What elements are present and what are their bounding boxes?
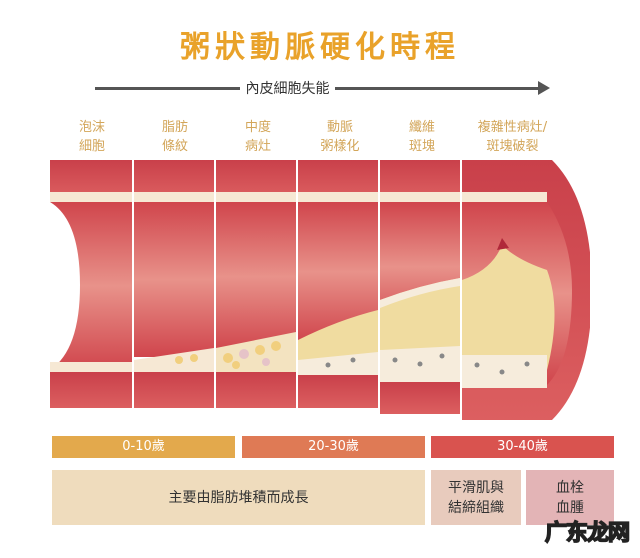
timeline-arrow: 內皮細胞失能 (95, 78, 550, 98)
stage-label-complicated-lesion: 複雜性病灶/ 斑塊破裂 (455, 118, 570, 156)
growth-box-thrombus: 血栓 血腫 (526, 470, 614, 525)
artery-segment-4 (298, 160, 378, 408)
artery-segment-1 (50, 160, 132, 408)
stage-label-intermediate-lesion: 中度 病灶 (218, 118, 298, 156)
growth-box-line: 血腫 (556, 499, 584, 516)
stage-label-line: 中度 (244, 120, 271, 135)
watermark-logo: 广东龙网 (544, 520, 631, 547)
growth-box-line: 平滑肌與 (448, 479, 504, 496)
artery-cross-section-illustration (50, 160, 590, 420)
timeline-label: 內皮細胞失能 (245, 81, 330, 97)
artery-segment-2 (134, 160, 214, 408)
diagram-title: 粥狀動脈硬化時程 (180, 30, 460, 65)
artery-segment-3 (216, 160, 296, 408)
stage-label-line: 纖維 (408, 120, 435, 135)
age-bar-30-40: 30-40歲 (431, 436, 614, 458)
arrow-line-left (95, 87, 240, 90)
arrow-line-right (335, 87, 540, 90)
stage-label-fatty-streak: 脂肪 條紋 (135, 118, 215, 156)
growth-box-line: 血栓 (556, 479, 584, 496)
stage-label-foam-cells: 泡沫 細胞 (52, 118, 132, 156)
artery-segment-6 (462, 160, 590, 420)
stage-label-line: 條紋 (161, 139, 188, 154)
growth-box-smooth-muscle: 平滑肌與 結締組織 (431, 470, 521, 525)
stage-label-fibrous-plaque: 纖維 斑塊 (382, 118, 462, 156)
age-bar-20-30: 20-30歲 (242, 436, 425, 458)
stage-label-line: 斑塊破裂 (486, 139, 539, 154)
age-bar-0-10: 0-10歲 (52, 436, 235, 458)
right-arrow-icon (538, 81, 550, 95)
stage-label-line: 脂肪 (161, 120, 188, 135)
growth-box-line: 結締組織 (448, 499, 504, 516)
stage-label-atheroma: 動脈 粥樣化 (300, 118, 380, 156)
stage-label-line: 病灶 (244, 139, 271, 154)
artery-segment-5 (380, 160, 460, 414)
stage-label-line: 複雜性病灶/ (477, 120, 548, 135)
stage-label-line: 泡沫 (78, 120, 105, 135)
stage-label-line: 斑塊 (408, 139, 435, 154)
stage-label-line: 細胞 (78, 139, 105, 154)
stage-label-line: 動脈 (326, 120, 353, 135)
growth-box-fat-accumulation: 主要由脂肪堆積而成長 (52, 470, 425, 525)
stage-label-line: 粥樣化 (320, 139, 360, 154)
